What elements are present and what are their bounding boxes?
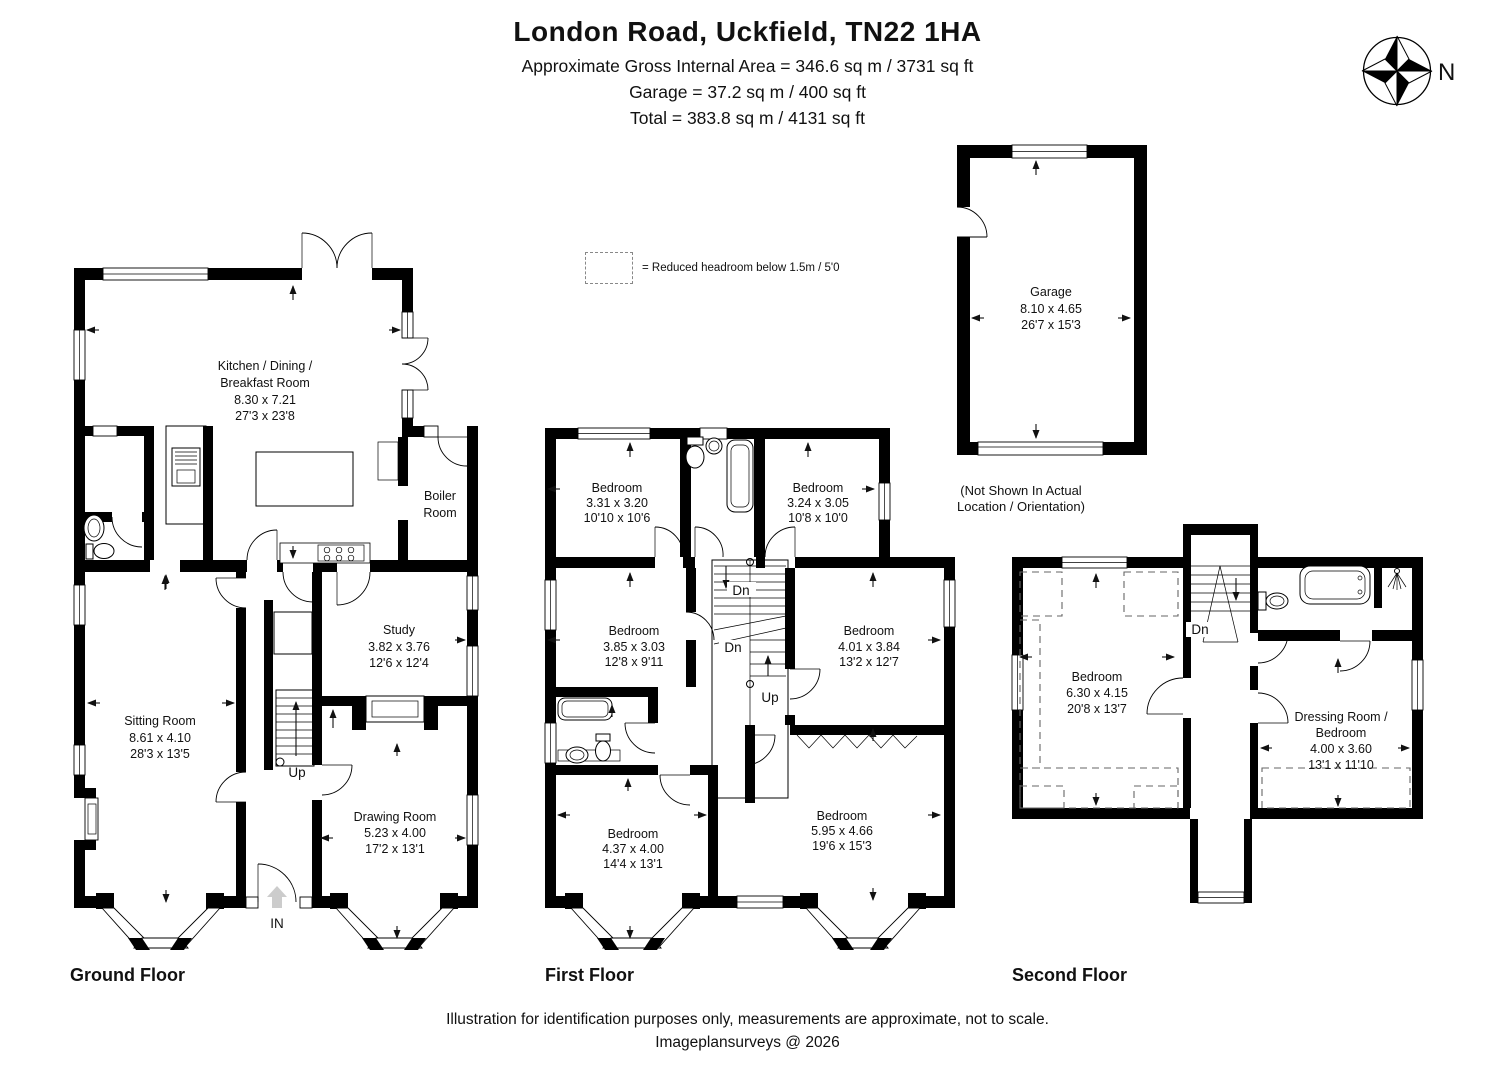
kitchen-imperial: 27'3 x 23'8 xyxy=(235,409,295,423)
top-bathroom-fixtures xyxy=(685,436,754,513)
first-dn2-label: Dn xyxy=(724,640,741,655)
first-floor-plan: Bedroom 3.31 x 3.20 10'10 x 10'6 Bedroom… xyxy=(544,427,956,950)
boiler-name-1: Boiler xyxy=(424,489,456,503)
bed7-name: Bedroom xyxy=(1072,670,1123,684)
ground-dim-arrows xyxy=(86,285,466,939)
first-floor-title: First Floor xyxy=(545,965,634,985)
sitting-metric: 8.61 x 4.10 xyxy=(129,731,191,745)
dressing-metric: 4.00 x 3.60 xyxy=(1310,742,1372,756)
bed4-imperial: 13'2 x 12'7 xyxy=(839,655,899,669)
drawing-name: Drawing Room xyxy=(354,810,437,824)
legend-text: = Reduced headroom below 1.5m / 5'0 xyxy=(642,262,840,274)
bed2-imperial: 10'8 x 10'0 xyxy=(788,511,848,525)
bed5-metric: 4.37 x 4.00 xyxy=(602,842,664,856)
legend: = Reduced headroom below 1.5m / 5'0 xyxy=(585,252,840,284)
drawing-imperial: 17'2 x 13'1 xyxy=(365,842,425,856)
first-dn1-label: Dn xyxy=(732,583,749,598)
kitchen-name-2: Breakfast Room xyxy=(220,376,310,390)
ground-stairs xyxy=(275,689,315,767)
cloakroom-toilet xyxy=(85,543,115,560)
drawing-metric: 5.23 x 4.00 xyxy=(364,826,426,840)
dressing-name-2: Bedroom xyxy=(1316,726,1367,740)
study-metric: 3.82 x 3.76 xyxy=(368,640,430,654)
second-door-arcs xyxy=(1146,632,1371,724)
kitchen-island xyxy=(255,451,354,507)
kitchen-name-1: Kitchen / Dining / xyxy=(218,359,313,373)
drawing-room-bay-window xyxy=(330,893,458,950)
first-up-label: Up xyxy=(761,690,778,705)
cloakroom-sink xyxy=(83,514,105,542)
second-walls xyxy=(1011,524,1424,904)
second-floor-title: Second Floor xyxy=(1012,965,1128,985)
bed5-name: Bedroom xyxy=(608,827,659,841)
second-bathroom-fixtures xyxy=(1257,565,1407,611)
bed1-metric: 3.31 x 3.20 xyxy=(586,496,648,510)
footer-disclaimer: Illustration for identification purposes… xyxy=(446,1011,1049,1028)
reduced-headroom-areas xyxy=(1019,571,1411,809)
garage-plan: Garage 8.10 x 4.65 26'7 x 15'3 (Not Show… xyxy=(956,144,1147,514)
bed6-metric: 5.95 x 4.66 xyxy=(811,824,873,838)
page-title: London Road, Uckfield, TN22 1HA xyxy=(513,16,982,47)
bed6-imperial: 19'6 x 15'3 xyxy=(812,839,872,853)
study-name: Study xyxy=(383,623,416,637)
header: London Road, Uckfield, TN22 1HA Approxim… xyxy=(0,16,1495,131)
bed5-imperial: 14'4 x 13'1 xyxy=(603,857,663,871)
sitting-imperial: 28'3 x 13'5 xyxy=(130,747,190,761)
bed3-imperial: 12'8 x 9'11 xyxy=(605,655,664,669)
dressing-imperial: 13'1 x 11'10 xyxy=(1308,758,1374,772)
reduced-headroom-swatch xyxy=(585,252,633,284)
garage-walls xyxy=(957,144,1147,456)
ground-door-arcs xyxy=(111,232,468,903)
left-bathroom-fixtures xyxy=(557,697,621,764)
dressing-name-1: Dressing Room / xyxy=(1294,710,1388,724)
bed2-metric: 3.24 x 3.05 xyxy=(787,496,849,510)
garage-note-2: Location / Orientation) xyxy=(957,499,1085,514)
entry-arrow-icon xyxy=(267,886,287,908)
study-imperial: 12'6 x 12'4 xyxy=(369,656,429,670)
north-label: N xyxy=(1438,59,1455,86)
bed4-name: Bedroom xyxy=(844,624,895,638)
ground-floor-title: Ground Floor xyxy=(70,965,185,985)
bed6-name: Bedroom xyxy=(817,809,868,823)
compass-icon: N xyxy=(1361,35,1455,107)
first-walls xyxy=(544,427,956,909)
garage-dim-arrows xyxy=(971,160,1131,439)
first-dim-arrows xyxy=(547,442,941,939)
garage-door-arc xyxy=(956,206,988,238)
second-dim-arrows xyxy=(1019,573,1410,807)
bed4-metric: 4.01 x 3.84 xyxy=(838,640,900,654)
gross-area-line: Approximate Gross Internal Area = 346.6 … xyxy=(521,56,974,76)
bed5-bay-window xyxy=(565,893,700,950)
entry-in-label: IN xyxy=(270,916,284,931)
total-area-line: Total = 383.8 sq m / 4131 sq ft xyxy=(630,108,865,128)
bed7-metric: 6.30 x 4.15 xyxy=(1066,686,1128,700)
ground-up-label: Up xyxy=(288,765,305,780)
garage-imperial: 26'7 x 15'3 xyxy=(1021,318,1081,332)
kitchen-hob xyxy=(279,542,371,564)
second-floor-plan: Bedroom 6.30 x 4.15 20'8 x 13'7 Dressing… xyxy=(1011,524,1424,904)
sitting-name: Sitting Room xyxy=(124,714,196,728)
bed7-imperial: 20'8 x 13'7 xyxy=(1067,702,1127,716)
garage-name: Garage xyxy=(1030,285,1072,299)
bed6-bay-window xyxy=(800,893,926,950)
first-door-arcs xyxy=(624,526,821,806)
bed1-name: Bedroom xyxy=(592,481,643,495)
bed1-imperial: 10'10 x 10'6 xyxy=(584,511,651,525)
footer-credit: Imageplansurveys @ 2026 xyxy=(655,1034,840,1051)
sitting-room-bay-window xyxy=(96,893,224,950)
bed3-metric: 3.85 x 3.03 xyxy=(603,640,665,654)
bed6-wardrobe-line xyxy=(796,734,918,749)
kitchen-metric: 8.30 x 7.21 xyxy=(234,393,296,407)
second-dn-label: Dn xyxy=(1191,622,1208,637)
ground-floor-plan: Kitchen / Dining / Breakfast Room 8.30 x… xyxy=(73,232,479,950)
bed3-name: Bedroom xyxy=(609,624,660,638)
garage-note-1: (Not Shown In Actual xyxy=(960,483,1082,498)
footer: Illustration for identification purposes… xyxy=(0,1008,1495,1054)
garage-metric: 8.10 x 4.65 xyxy=(1020,302,1082,316)
bed2-name: Bedroom xyxy=(793,481,844,495)
garage-area-line: Garage = 37.2 sq m / 400 sq ft xyxy=(629,82,866,102)
first-stairs xyxy=(711,558,789,799)
second-stairs xyxy=(1186,565,1250,643)
boiler-name-2: Room xyxy=(423,506,456,520)
